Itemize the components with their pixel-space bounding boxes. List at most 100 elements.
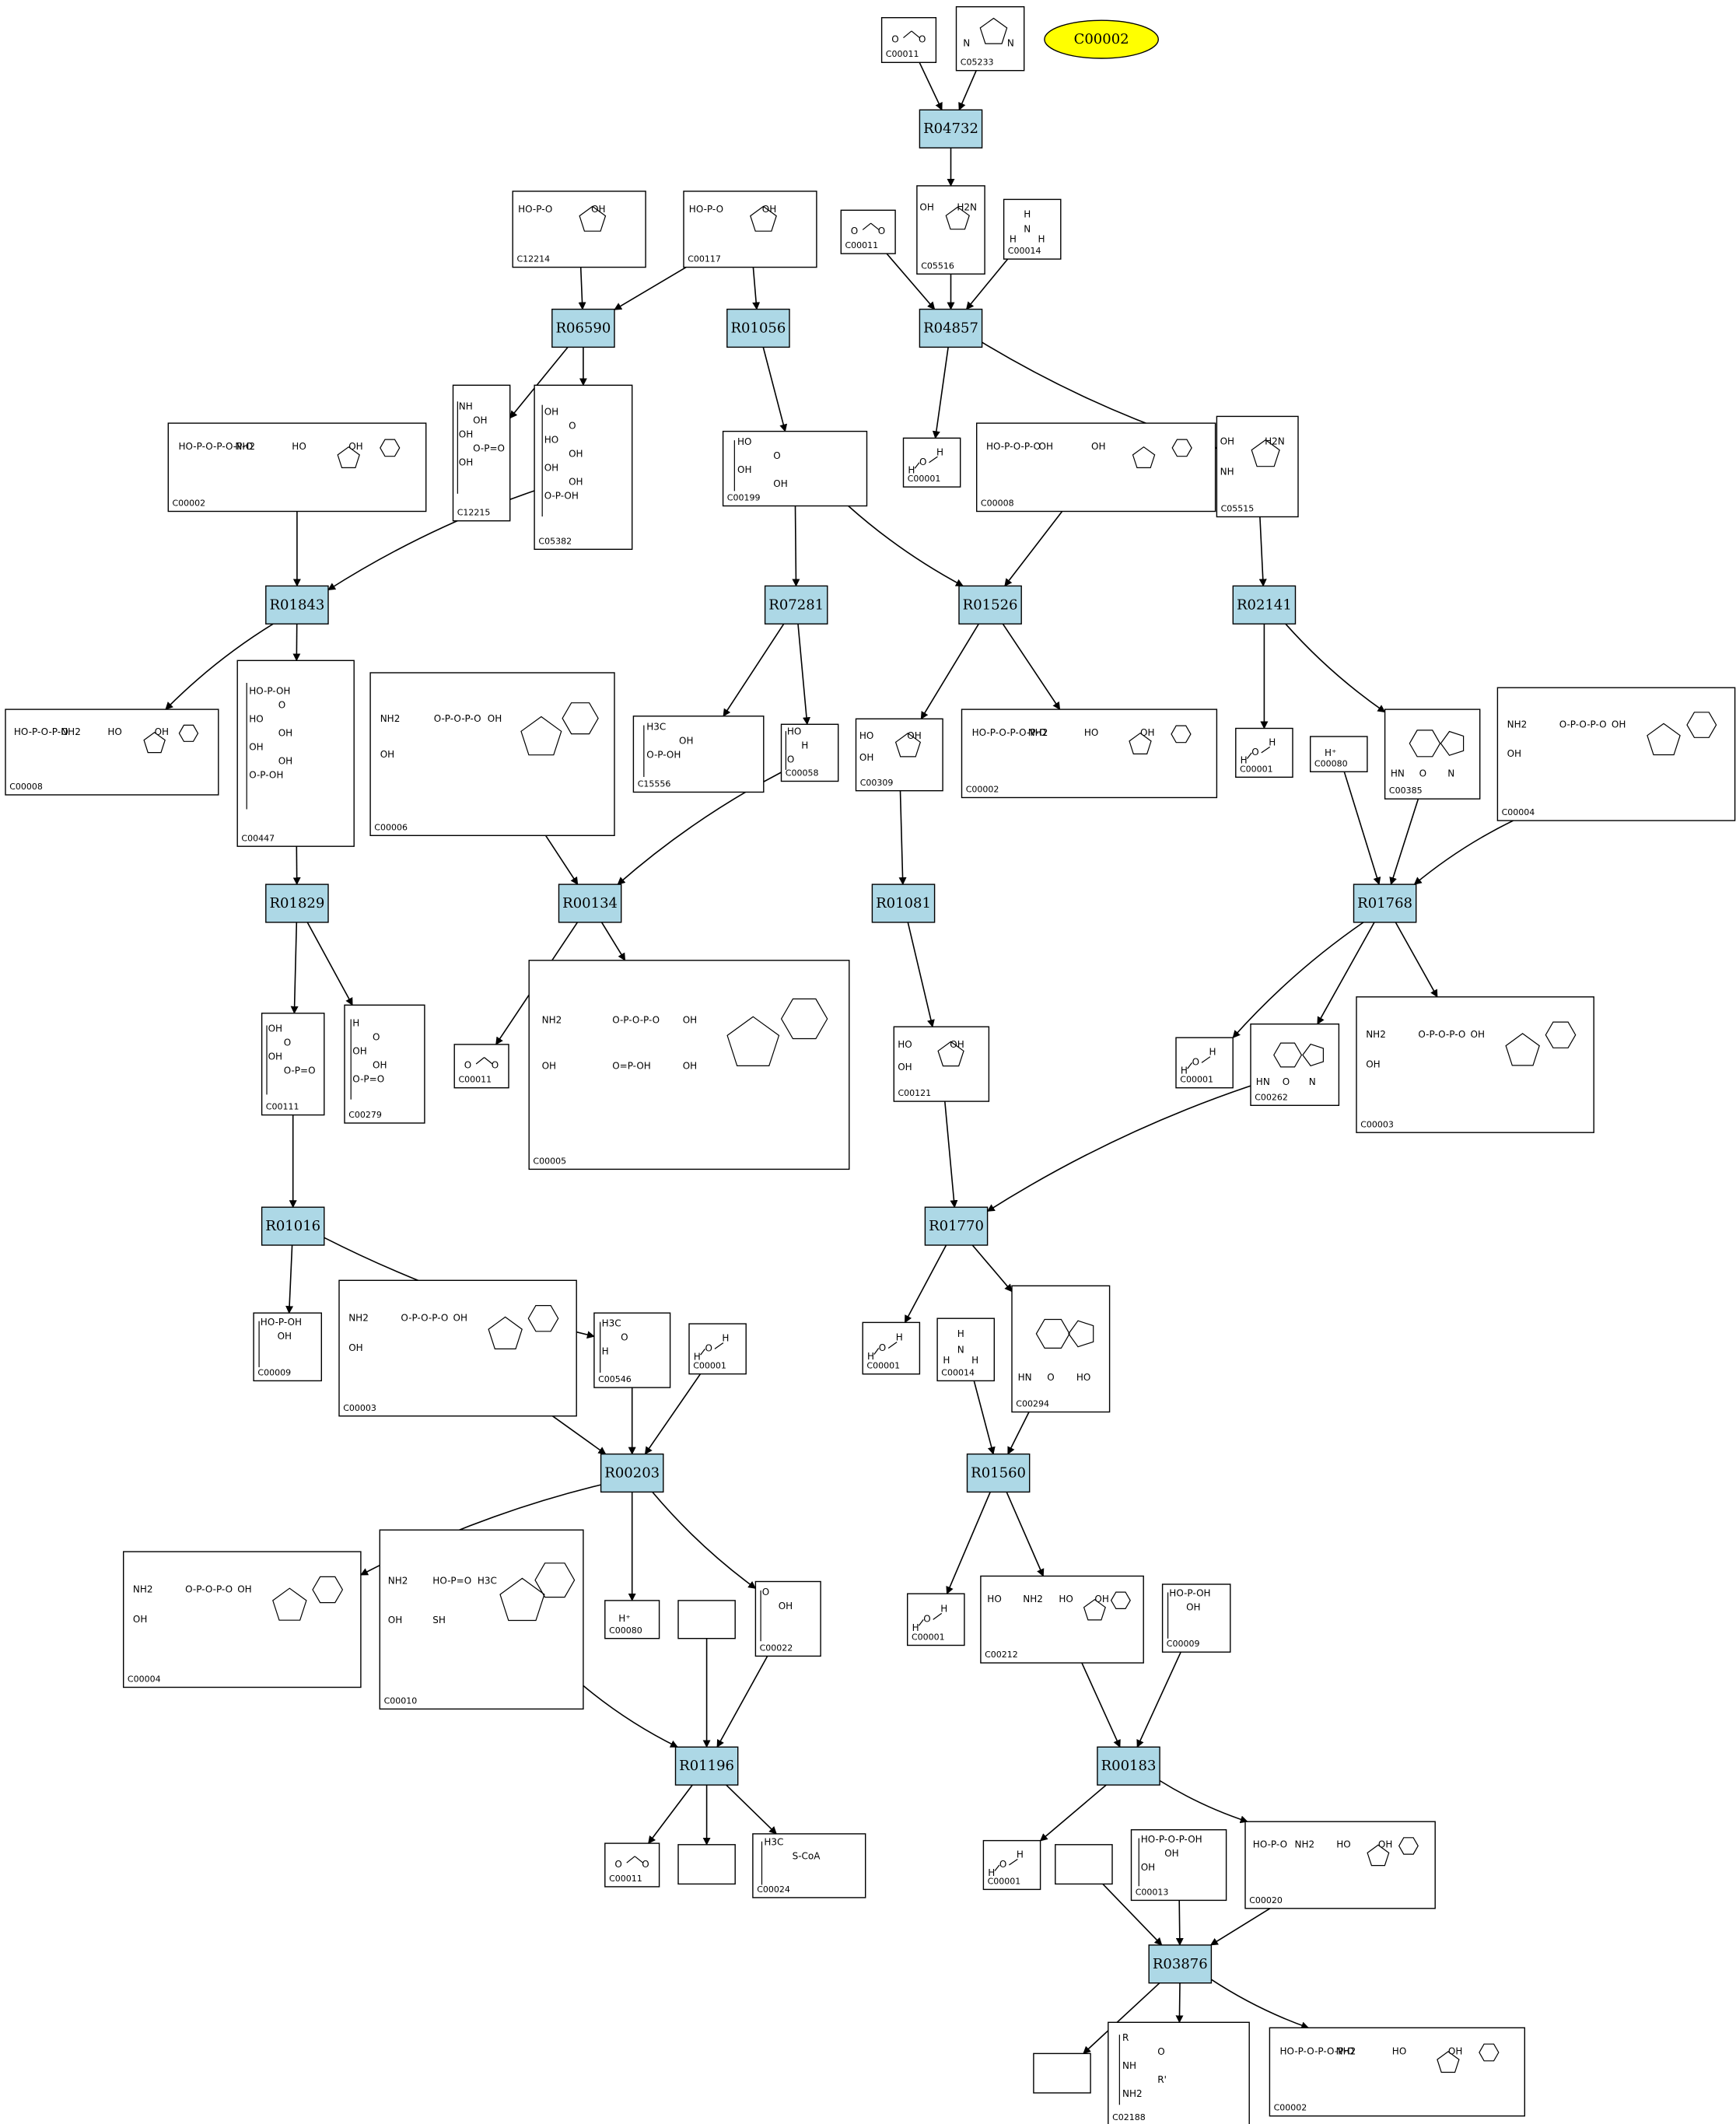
reaction-node[interactable]: R04857	[919, 308, 983, 348]
compound-box	[369, 672, 615, 837]
compound-node[interactable]	[1055, 1844, 1113, 1885]
compound-node[interactable]: H⁺C00080	[1309, 736, 1368, 772]
highlight-compound[interactable]: C00002	[1044, 19, 1160, 59]
reaction-node[interactable]: R03876	[1148, 1944, 1213, 1984]
svg-text:O: O	[878, 226, 885, 236]
reaction-node[interactable]: R01526	[958, 585, 1022, 625]
compound-node[interactable]	[677, 1600, 736, 1639]
svg-text:N: N	[963, 38, 970, 49]
svg-text:HO-P-O-P-O-P-O: HO-P-O-P-O-P-O	[972, 727, 1047, 738]
compound-box	[1269, 2027, 1526, 2117]
reaction-box	[551, 308, 615, 348]
svg-text:O-P-O-P-O: O-P-O-P-O	[401, 1313, 448, 1324]
reaction-node[interactable]: R02141	[1232, 585, 1297, 625]
reaction-node[interactable]: R01843	[265, 585, 329, 625]
reaction-node[interactable]: R01016	[261, 1206, 325, 1246]
svg-text:O: O	[851, 226, 858, 236]
compound-node[interactable]: H⁺C00080	[604, 1600, 660, 1639]
svg-text:OH: OH	[1471, 1029, 1485, 1040]
reaction-node[interactable]: R01081	[871, 884, 936, 923]
svg-text:OH: OH	[155, 726, 169, 737]
reaction-node[interactable]: R04732	[919, 109, 983, 149]
edge-arrow	[551, 1415, 607, 1455]
compound-node[interactable]	[1033, 2052, 1091, 2094]
reaction-node[interactable]: R01056	[726, 308, 790, 348]
reaction-node[interactable]: R00183	[1097, 1746, 1160, 1786]
svg-text:OH: OH	[278, 727, 292, 738]
reaction-node[interactable]: R07281	[764, 585, 828, 625]
compound-box	[452, 384, 511, 522]
reaction-node[interactable]: R01770	[924, 1206, 989, 1246]
reaction-node[interactable]: R00134	[558, 884, 622, 923]
reaction-node[interactable]: R06590	[551, 308, 615, 348]
svg-text:H: H	[943, 1355, 950, 1366]
reaction-node[interactable]: R01196	[674, 1746, 739, 1786]
svg-text:OH: OH	[1091, 441, 1105, 452]
reaction-node[interactable]: R01560	[966, 1453, 1031, 1493]
reaction-node[interactable]: R00203	[600, 1453, 664, 1493]
edge-arrow	[958, 70, 977, 111]
svg-text:NH2: NH2	[1507, 719, 1528, 730]
svg-text:NH2: NH2	[1122, 2088, 1143, 2099]
compound-node[interactable]	[677, 1844, 736, 1885]
reaction-node[interactable]: R01768	[1353, 884, 1417, 923]
svg-text:HO: HO	[987, 1594, 1001, 1604]
reaction-node[interactable]: R01829	[265, 884, 329, 923]
